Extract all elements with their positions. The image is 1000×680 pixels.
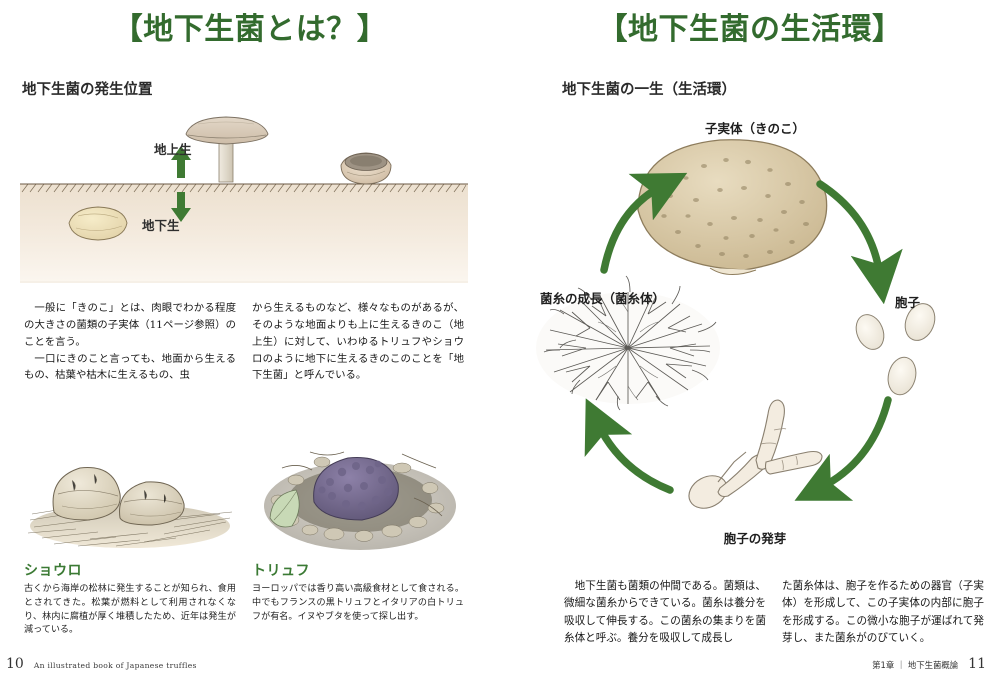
- spore-germination-illustration: [688, 399, 823, 509]
- truffle-warts: [318, 460, 392, 511]
- underground-truffle-illustration: [68, 206, 128, 241]
- specimen-photo-row: ショウロ 古くから海岸の松林に発生することが知られ、食用とされてきた。松葉が燃料…: [24, 434, 464, 638]
- left-body-text: 一般に「きのこ」とは、肉眼でわかる程度の大きさの菌類の子実体（11ページ参照）の…: [24, 300, 464, 384]
- right-body-text: 地下生菌も菌類の仲間である。菌類は、微細な菌糸からできている。菌糸は養分を吸収し…: [564, 578, 984, 648]
- spore-illustration: [855, 303, 936, 396]
- left-page-number: 10: [6, 656, 24, 672]
- truffle-caption-title: トリュフ: [252, 563, 310, 579]
- right-body-column-2: た菌糸体は、胞子を作るための器官（子実体）を形成して、この子実体の内部に胞子を形…: [782, 578, 984, 648]
- arrow-fruitbody-to-spore: [816, 180, 903, 305]
- left-body-column-2: から生えるものなど、様々なものがあるが、そのような地面よりも上に生えるきのこ（地…: [252, 300, 464, 384]
- shoro-illustration: [24, 434, 236, 556]
- arrow-germination-to-mycelium: [584, 398, 674, 494]
- label-above-ground: 地上生: [154, 142, 192, 157]
- shoro-caption-title: ショウロ: [24, 563, 82, 579]
- left-paragraph-1: 一般に「きのこ」とは、肉眼でわかる程度の大きさの菌類の子実体（11ページ参照）の…: [24, 302, 236, 348]
- specimen-card-truffle: トリュフ ヨーロッパでは香り高い高級食材として食される。中でもフランスの黒トリュ…: [252, 434, 464, 638]
- right-page-number: 11: [968, 656, 986, 672]
- label-spore: 胞子: [895, 295, 921, 310]
- left-section-label: 地下生菌の発生位置: [22, 82, 153, 98]
- left-page-title: 【地下生菌とは？】: [112, 12, 388, 47]
- aboveground-mushroom-illustration: [185, 116, 269, 183]
- twigs: [281, 451, 443, 517]
- left-page: 【地下生菌とは？】 地下生菌の発生位置: [6, 12, 474, 672]
- right-page: 【地下生菌の生活環】 地下生菌の一生（生活環）: [500, 0, 1000, 680]
- left-body-column-1: 一般に「きのこ」とは、肉眼でわかる程度の大きさの菌類の子実体（11ページ参照）の…: [24, 300, 236, 384]
- mycelium-illustration: [536, 275, 720, 411]
- gravel: [270, 456, 445, 542]
- truffle-caption-body: ヨーロッパでは香り高い高級食材として食される。中でもフランスの黒トリュフとイタリ…: [252, 584, 464, 622]
- right-body-column-1: 地下生菌も菌類の仲間である。菌類は、微細な菌糸からできている。菌糸は養分を吸収し…: [564, 578, 766, 648]
- ground-surface-line: [20, 183, 468, 193]
- right-paragraph-1: 地下生菌も菌類の仲間である。菌類は、微細な菌糸からできている。菌糸は養分を吸収し…: [564, 580, 766, 645]
- left-page-footer: 10 An illustrated book of Japanese truff…: [6, 656, 197, 672]
- left-paragraph-3: から生えるものなど、様々なものがあるが、そのような地面よりも上に生えるきのこ（地…: [252, 302, 464, 382]
- surface-cup-fungus-illustration: [340, 152, 392, 185]
- left-running-head: An illustrated book of Japanese truffles: [33, 661, 197, 670]
- right-page-footer: 第1章 ｜ 地下生菌概論 11: [872, 656, 986, 672]
- right-chapter-label: 第1章 ｜ 地下生菌概論: [872, 660, 959, 670]
- soil-cross-section-figure: 地上生 地下生: [14, 110, 474, 285]
- label-mycelium-growth: 菌糸の成長（菌糸体）: [540, 291, 666, 306]
- label-below-ground: 地下生: [142, 218, 180, 233]
- truffle-illustration: [252, 434, 464, 556]
- soil-diagram-svg: [20, 116, 468, 283]
- label-fruit-body: 子実体（きのこ）: [704, 121, 806, 136]
- truffle-illustration-svg: [264, 451, 456, 550]
- above-ground-arrow: [171, 146, 191, 178]
- life-cycle-svg: [536, 139, 936, 509]
- label-spore-germination: 胞子の発芽: [723, 531, 787, 546]
- left-paragraph-2: 一口にきのこと言っても、地面から生えるもの、枯葉や枯木に生えるもの、虫: [24, 352, 236, 382]
- life-cycle-diagram: 子実体（きのこ） 胞子 菌糸の成長（菌糸体） 胞子の発芽: [520, 100, 990, 560]
- below-ground-arrow: [171, 192, 191, 222]
- specimen-card-shoro: ショウロ 古くから海岸の松林に発生することが知られ、食用とされてきた。松葉が燃料…: [24, 434, 236, 638]
- cycle-arrows: [584, 172, 903, 501]
- shoro-illustration-svg: [27, 467, 233, 548]
- right-paragraph-2: た菌糸体は、胞子を作るための器官（子実体）を形成して、この子実体の内部に胞子を形…: [782, 580, 984, 645]
- right-section-label: 地下生菌の一生（生活環）: [562, 82, 736, 98]
- fruit-body-illustration: [637, 139, 828, 275]
- shoro-caption-body: 古くから海岸の松林に発生することが知られ、食用とされてきた。松葉が燃料として利用…: [24, 584, 236, 636]
- right-page-title: 【地下生菌の生活環】: [597, 12, 903, 47]
- arrow-spore-to-germination: [794, 396, 892, 501]
- arrow-mycelium-to-fruitbody: [600, 172, 688, 274]
